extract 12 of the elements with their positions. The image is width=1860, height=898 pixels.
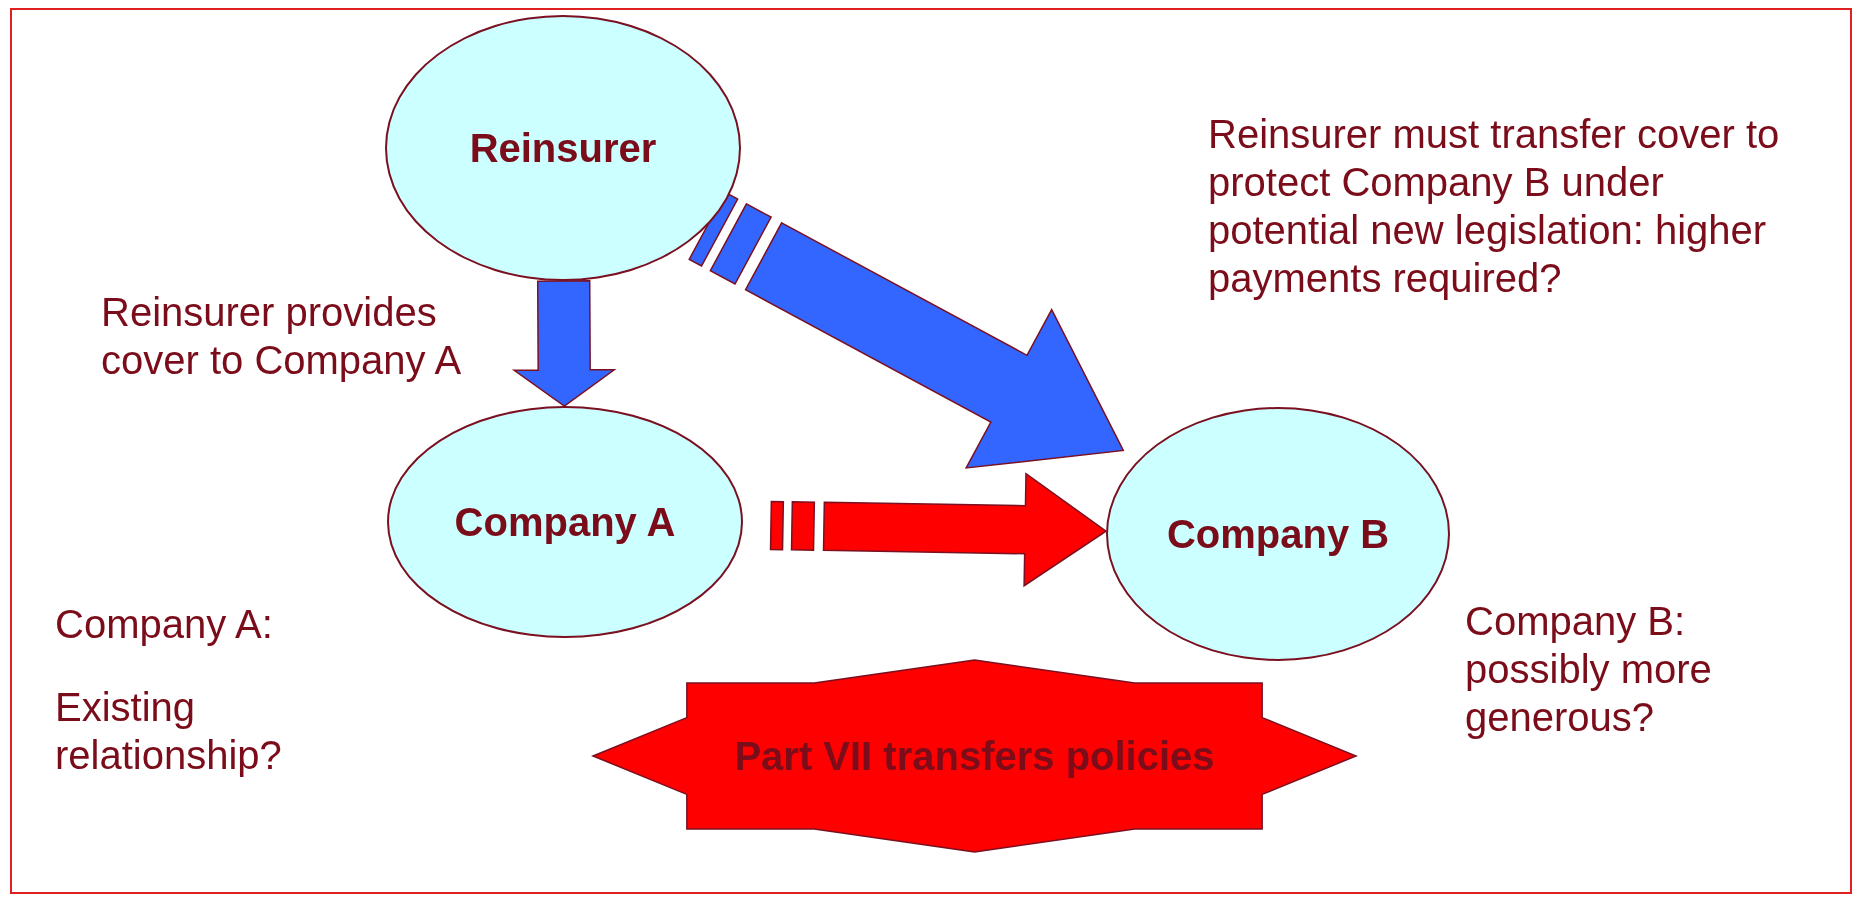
- note-text: Reinsurer must transfer cover to protect Company B under potential new legislation: higher payments required?: [1208, 111, 1781, 302]
- note-text: Company B: possibly more generous?: [1465, 598, 1713, 741]
- node-label: Company A: [454, 499, 676, 545]
- note-text: Reinsurer provides cover to Company A: [101, 289, 463, 384]
- block-arrow: [688, 191, 1125, 469]
- note-text: Existing relationship?: [55, 684, 283, 779]
- block-arrow: [769, 472, 1108, 588]
- note-text: Company A:: [55, 601, 274, 648]
- node-label: Reinsurer: [469, 125, 657, 171]
- node-label: Company B: [1166, 511, 1390, 557]
- block-arrow: [511, 280, 617, 407]
- node-label: Part VII transfers policies: [734, 733, 1215, 779]
